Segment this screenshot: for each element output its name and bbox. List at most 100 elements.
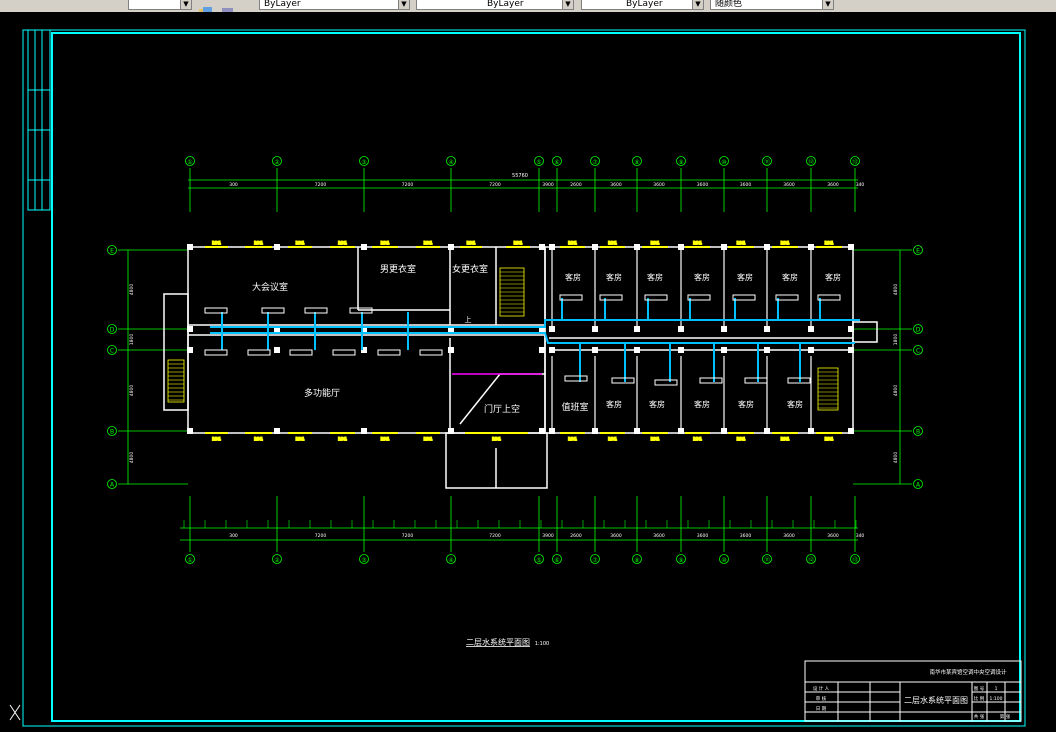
dim-text-top: 3600 [740,182,752,188]
axis-bubble-bottom [850,554,860,564]
column [808,244,814,250]
structural-columns [187,244,854,434]
column [592,428,598,434]
axis-label-bottom: ⑨ [678,557,683,564]
dim-text-bottom: 340 [856,533,865,539]
lc-label: LC-1 [213,437,221,441]
axis-bubble-bottom [446,554,456,564]
axis-label-bottom: ① [187,557,192,564]
dim-text-left: 4800 [129,284,135,296]
axis-bubble-top [850,156,860,166]
lc-label: LC-1 [255,437,263,441]
dim-text-bottom: 3600 [697,533,709,539]
column [361,428,367,434]
guest-room-label: 客房 [565,272,581,282]
dim-text-right: 4800 [893,385,899,397]
chevron-down-icon[interactable]: ▼ [562,0,573,9]
dim-text-top: 3600 [653,182,665,188]
lc-label: LC-1 [255,241,263,245]
fan-coil-unit [289,349,313,356]
column [539,347,545,353]
tb-total: 第 张 [1000,713,1011,720]
axis-bubble-bottom [719,554,729,564]
column [678,428,684,434]
lc-label: LC-1 [467,241,475,245]
dim-text-left: 4800 [129,385,135,397]
dim-text-top: 300 [229,182,238,188]
axis-label-right: B [916,429,920,436]
fan-coil-unit [817,294,841,301]
drawing-canvas[interactable]: ①300②7200③7200④7200⑤3900⑥2600⑦3600⑧3600⑨… [0,12,1056,732]
column [764,428,770,434]
column [187,428,193,434]
lc-label: LC-1 [609,437,617,441]
dim-text-top: 3900 [542,182,554,188]
column [721,428,727,434]
column [549,428,555,434]
layer-states-icon[interactable] [220,0,236,12]
dim-text-bottom: 3600 [653,533,665,539]
dim-text-top: 2600 [570,182,582,188]
column [539,244,545,250]
column [187,326,193,332]
lineweight-combo[interactable]: ByLayer▼ [581,0,704,10]
color-combo[interactable]: ▼ [128,0,192,10]
fan-coil-unit [247,349,271,356]
fan-coil-unit [261,307,285,314]
pipe-branch-guest [777,298,783,321]
axis-label-left: E [110,248,114,255]
axis-label-bottom: ⑤ [536,557,541,564]
fan-coil-unit [204,307,228,314]
pipe-branch-guest [689,298,695,321]
axis-bubble-bottom [676,554,686,564]
column [361,244,367,250]
axis-bubble-right [913,324,923,334]
axis-label-top: ② [274,159,280,166]
axis-label-top: ⑦ [592,159,598,166]
lc-label: LC-1 [651,241,659,245]
stair-left [167,359,185,403]
guest-room-label: 客房 [738,399,754,409]
lc-label: LC-1 [694,241,702,245]
lc-label: LC-1 [493,437,501,441]
tb-ratio: 1:100 [990,696,1003,702]
column [634,428,640,434]
column [678,326,684,332]
column [764,347,770,353]
column [592,347,598,353]
guest-room-label: 客房 [694,399,710,409]
axis-bubble-left [107,479,117,489]
dim-text-top: 7200 [402,182,414,188]
axis-bubble-bottom [359,554,369,564]
axis-bubble-top [446,156,456,166]
ucs-icon [9,704,21,721]
axis-bubble-bottom [534,554,544,564]
axis-bubble-right [913,245,923,255]
room-multi-hall: 多功能厅 [304,387,340,399]
column [764,244,770,250]
guest-room-labels: 客房客房客房客房客房客房客房客房客房客房客房客房 [565,272,841,409]
axis-bubble-bottom [185,554,195,564]
chevron-down-icon[interactable]: ▼ [398,0,409,9]
outer-frame [22,29,1026,727]
fan-coil-unit [699,377,723,384]
axis-label-top: ⑨ [678,159,683,166]
chevron-down-icon[interactable]: ▼ [692,0,703,9]
axis-bubble-bottom [806,554,816,564]
plotstyle-combo[interactable]: 随颜色▼ [710,0,834,10]
dim-text-left: 4800 [129,452,135,464]
axis-label-right: E [916,248,920,255]
guest-room-label: 客房 [737,272,753,282]
column [592,326,598,332]
column [592,244,598,250]
layer-icon[interactable] [198,0,214,12]
chevron-down-icon[interactable]: ▼ [180,0,191,9]
chevron-down-icon[interactable]: ▼ [822,0,833,9]
column [808,428,814,434]
linetype-combo[interactable]: ByLayer▼ [416,0,574,10]
layer-combo[interactable]: ByLayer▼ [259,0,410,10]
axis-label-top: ⑬ [852,158,858,166]
dim-text-right: 4800 [893,452,899,464]
axis-bubble-bottom [762,554,772,564]
